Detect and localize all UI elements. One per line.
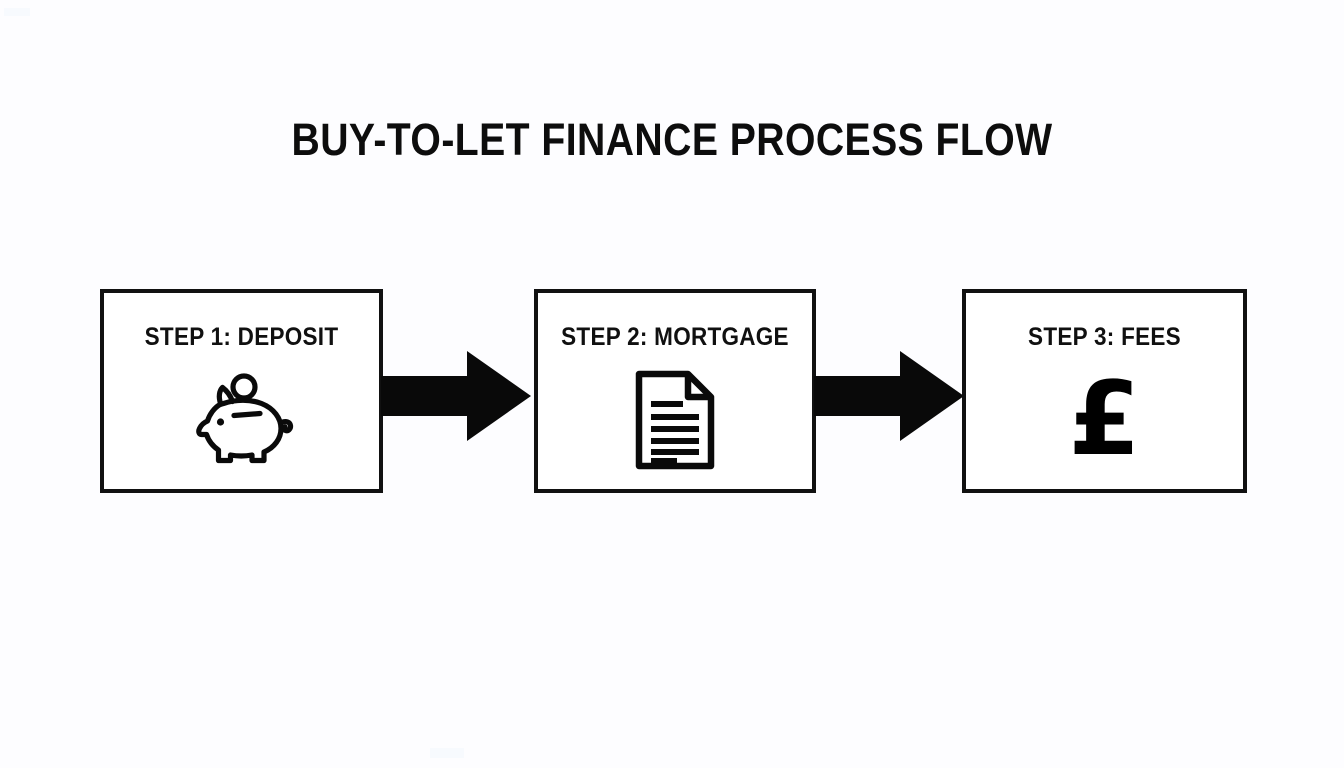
- step-3-label: STEP 3: FEES: [1028, 323, 1181, 351]
- arrow-step2-to-step3: [814, 351, 964, 441]
- step-1-icon-wrap: [104, 365, 379, 475]
- step-box-2[interactable]: STEP 2: MORTGAGE: [534, 289, 816, 493]
- background-artifact: [430, 748, 464, 758]
- background-artifact: [4, 8, 30, 16]
- step-2-icon-wrap: [538, 365, 812, 475]
- step-3-icon-wrap: £: [966, 365, 1243, 475]
- step-box-3[interactable]: STEP 3: FEES £: [962, 289, 1247, 493]
- document-icon: [635, 370, 715, 470]
- piggy-bank-icon: [195, 373, 293, 464]
- step-2-label: STEP 2: MORTGAGE: [561, 323, 789, 351]
- piggy-bank-eye: [216, 418, 224, 426]
- page-title: BUY-TO-LET FINANCE PROCESS FLOW: [291, 114, 1053, 165]
- arrow-step1-to-step2: [381, 351, 531, 441]
- pound-sterling-icon: £: [1068, 360, 1141, 479]
- step-box-1[interactable]: STEP 1: DEPOSIT: [100, 289, 383, 493]
- step-1-label: STEP 1: DEPOSIT: [144, 323, 339, 351]
